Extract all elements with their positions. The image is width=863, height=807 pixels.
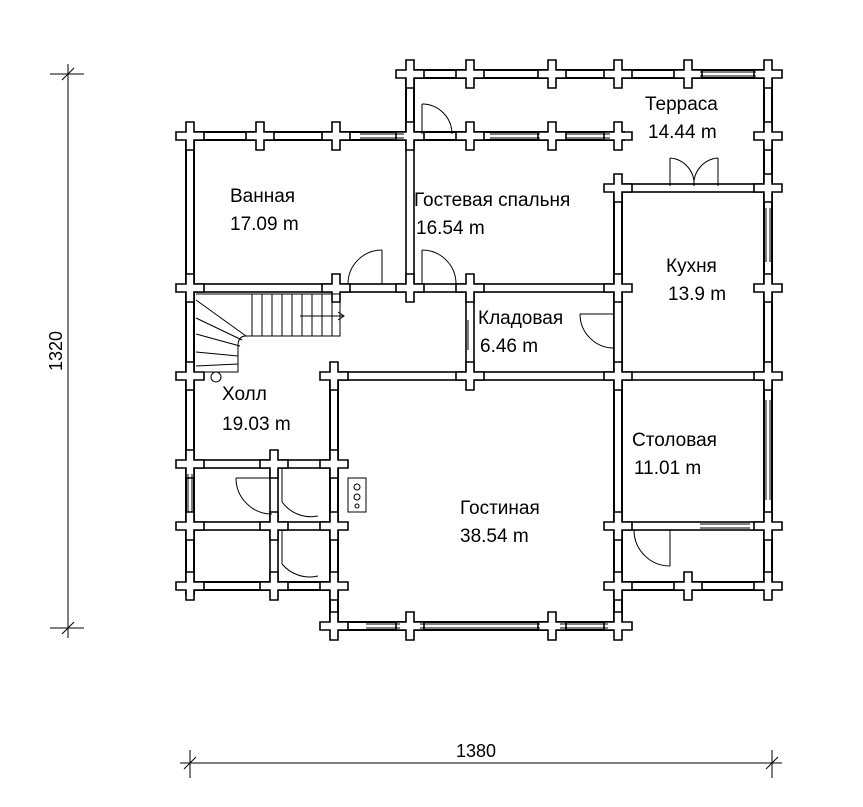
dining-name: Столовая <box>632 430 717 451</box>
log-joint <box>321 121 351 151</box>
log-joint <box>319 449 349 479</box>
log-joint <box>673 571 703 601</box>
dimension-horizontal: 1380 <box>180 741 782 778</box>
windows <box>187 71 771 629</box>
log-joint <box>753 571 783 601</box>
log-joint <box>455 59 485 89</box>
log-joint <box>175 449 205 479</box>
log-joint <box>603 611 633 641</box>
log-joint <box>259 511 289 541</box>
log-joint <box>753 121 783 151</box>
log-joint <box>175 273 205 303</box>
width-dimension-label: 1380 <box>456 741 496 761</box>
log-joint <box>455 121 485 151</box>
log-joint <box>753 59 783 89</box>
log-joint <box>603 59 633 89</box>
log-joint <box>245 121 275 151</box>
hall-name: Холл <box>222 384 267 405</box>
log-joint <box>319 361 349 391</box>
log-joint <box>175 121 205 151</box>
log-joint <box>753 361 783 391</box>
stair-winder <box>195 317 243 341</box>
log-joint <box>753 511 783 541</box>
log-joint <box>395 59 425 89</box>
log-joint <box>455 361 485 391</box>
guest-bedroom-name: Гостевая спальня <box>414 190 570 211</box>
log-joint <box>603 571 633 601</box>
log-joint <box>175 511 205 541</box>
log-joint <box>603 511 633 541</box>
kitchen-name: Кухня <box>666 256 717 277</box>
stair-winder <box>195 333 241 347</box>
log-corner-joints <box>175 59 783 641</box>
log-joint <box>753 173 783 203</box>
log-joint <box>321 273 351 303</box>
stove-icon <box>347 477 367 513</box>
log-joint <box>537 59 567 89</box>
log-joint <box>319 611 349 641</box>
guest-bedroom-area: 16.54 m <box>416 218 485 239</box>
log-joint <box>175 361 205 391</box>
log-joint <box>259 571 289 601</box>
log-joint <box>537 611 567 641</box>
dining-area: 11.01 m <box>634 458 701 479</box>
log-joint <box>455 273 485 303</box>
pantry-name: Кладовая <box>478 308 563 329</box>
room-labels: Терраса 14.44 m Ванная 17.09 m Гостевая … <box>222 94 726 547</box>
log-joint <box>319 571 349 601</box>
log-joint <box>395 121 425 151</box>
stair-winder <box>195 351 239 357</box>
hall-area: 19.03 m <box>222 414 291 435</box>
terrace-name: Терраса <box>645 94 718 115</box>
log-joint <box>603 121 633 151</box>
log-joint <box>673 59 703 89</box>
stair-winder <box>195 299 247 337</box>
dimension-vertical: 1320 <box>46 64 84 638</box>
log-joint <box>395 273 425 303</box>
log-joint <box>395 611 425 641</box>
height-dimension-label: 1320 <box>46 331 66 371</box>
log-joint <box>603 361 633 391</box>
log-joint <box>319 511 349 541</box>
log-joint <box>603 273 633 303</box>
log-joint <box>537 121 567 151</box>
kitchen-area: 13.9 m <box>668 284 726 305</box>
staircase <box>195 293 345 383</box>
log-joint <box>603 173 633 203</box>
terrace-area: 14.44 m <box>648 122 717 143</box>
log-joint <box>753 273 783 303</box>
log-joint <box>175 571 205 601</box>
pantry-area: 6.46 m <box>480 336 538 357</box>
bathroom-name: Ванная <box>230 186 295 207</box>
living-name: Гостиная <box>460 498 540 519</box>
bathroom-area: 17.09 m <box>230 214 299 235</box>
stair-winder <box>195 363 239 367</box>
living-area: 38.54 m <box>460 526 529 547</box>
log-joint <box>259 449 289 479</box>
doors <box>235 103 719 578</box>
